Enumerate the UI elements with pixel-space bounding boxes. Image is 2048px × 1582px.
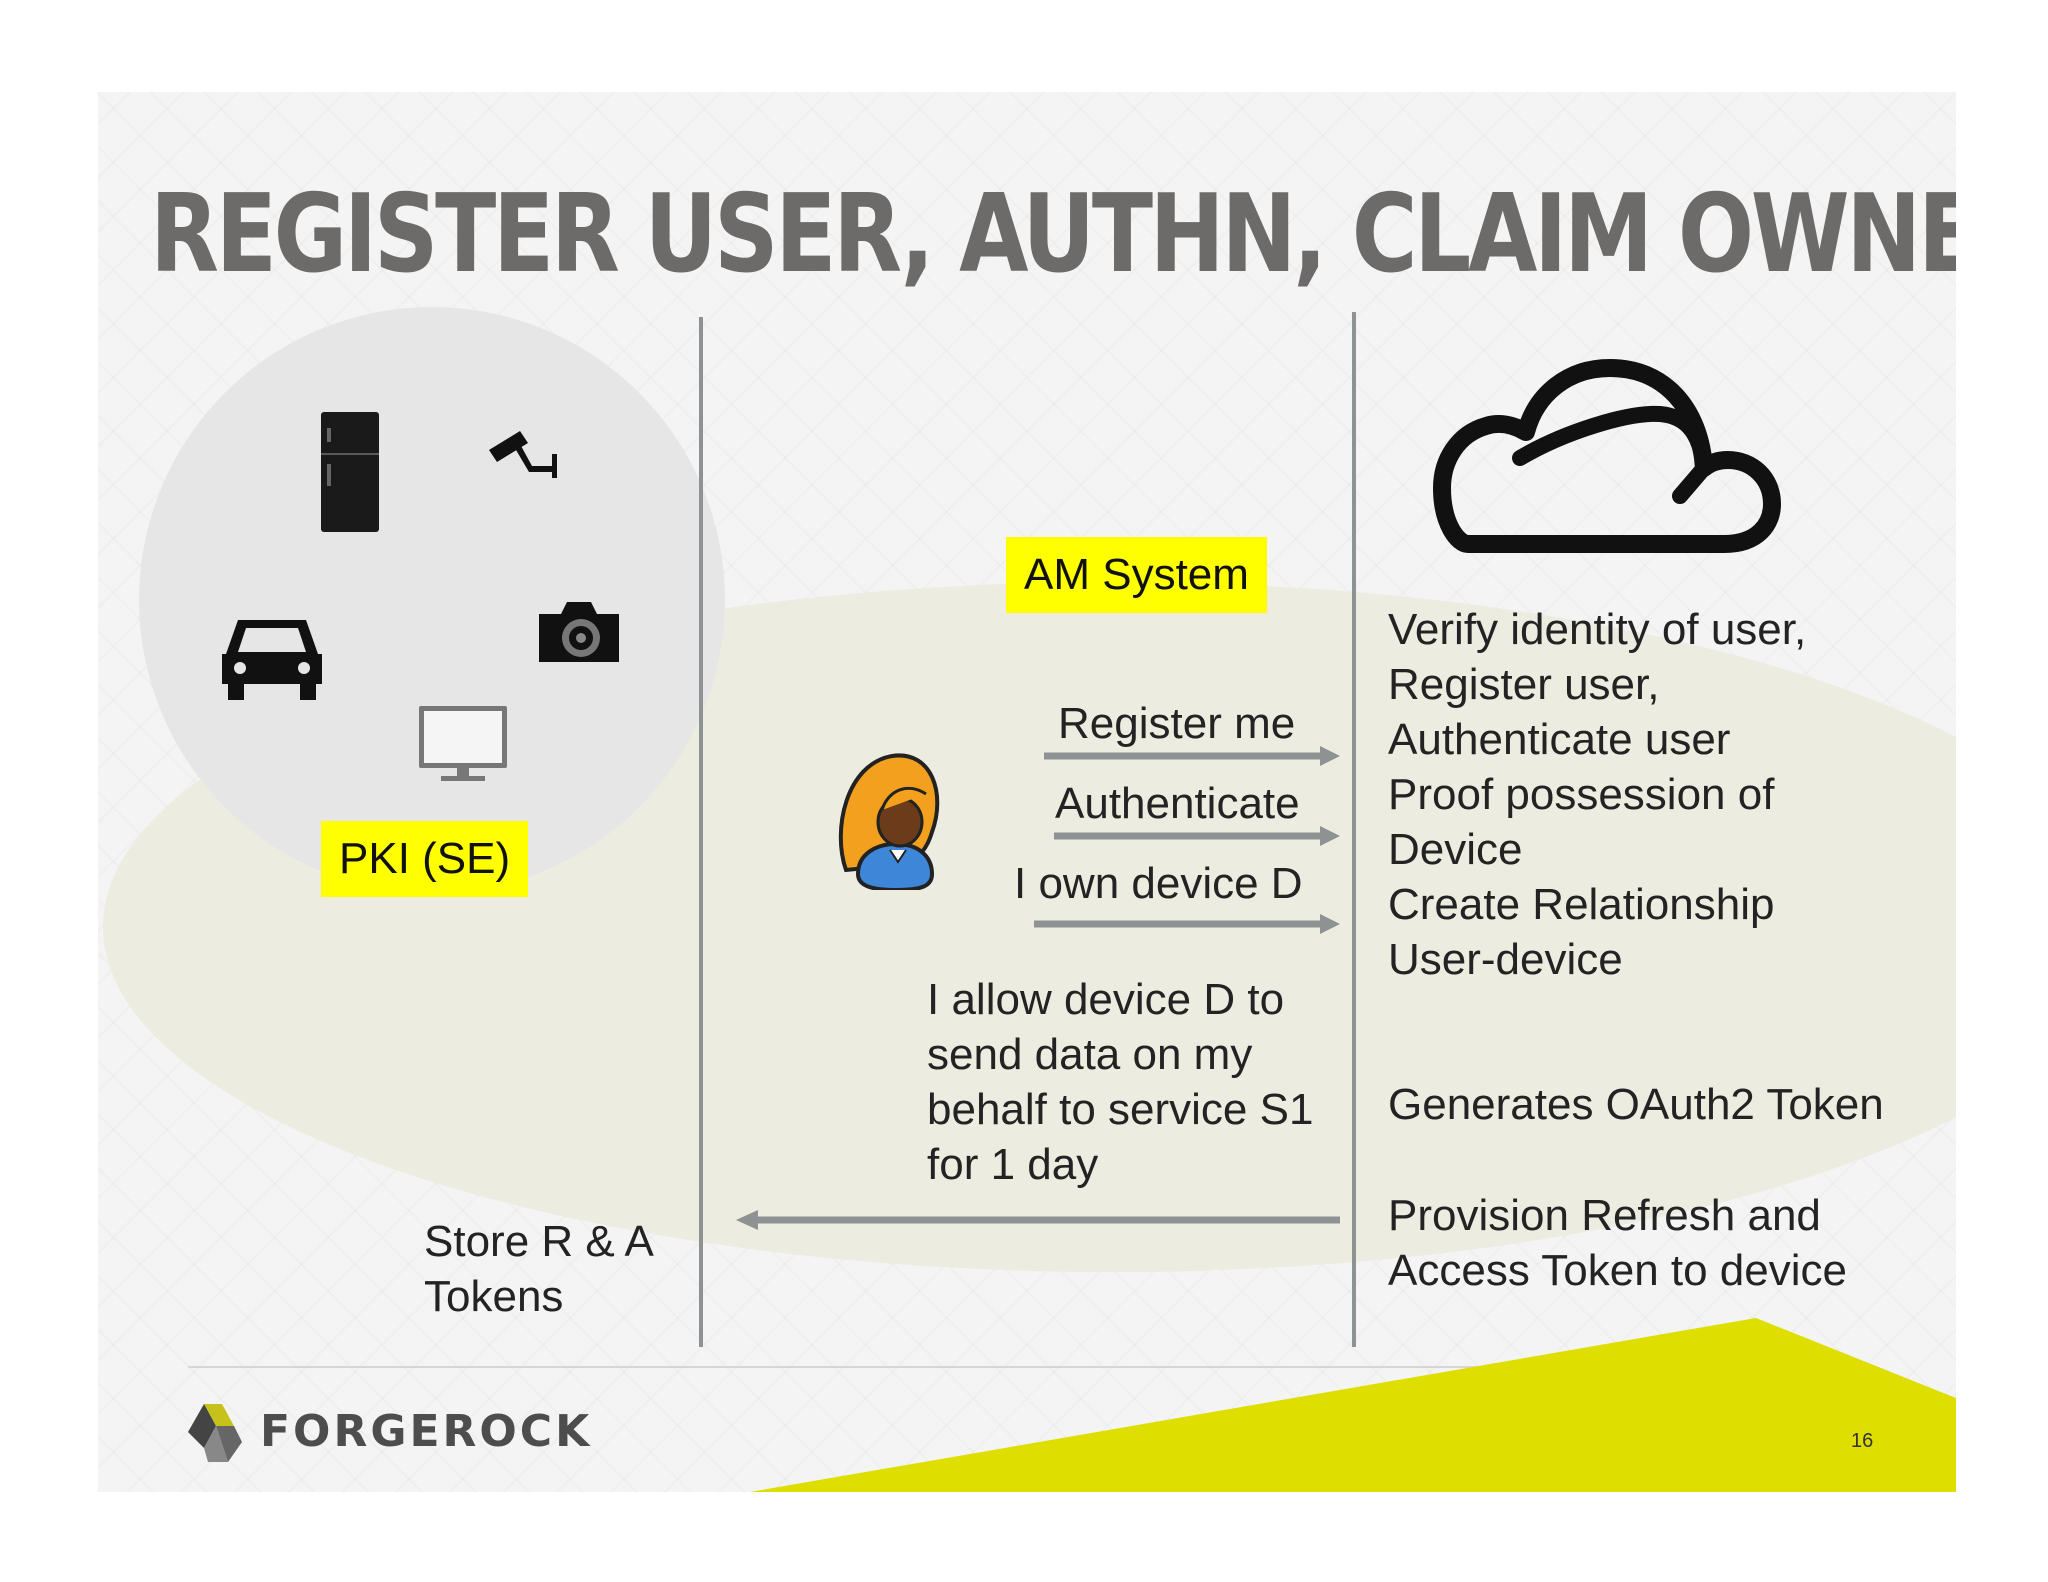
verify-line: Create Relationship bbox=[1388, 880, 1775, 929]
am-system-label: AM System bbox=[1006, 537, 1267, 613]
fridge-icon bbox=[321, 412, 379, 532]
device-circle bbox=[139, 307, 725, 893]
camera-icon bbox=[539, 602, 619, 662]
right-divider bbox=[1352, 312, 1356, 1347]
footer-rule bbox=[188, 1366, 1868, 1368]
provision-label: Provision Refresh and Access Token to de… bbox=[1388, 1188, 1847, 1298]
allow-line: behalf to service S1 bbox=[927, 1085, 1314, 1134]
accent-wedge bbox=[750, 1318, 1956, 1492]
provision-line: Provision Refresh and bbox=[1388, 1191, 1821, 1240]
message-arrows bbox=[736, 746, 1340, 1230]
authenticate-label: Authenticate bbox=[1055, 779, 1300, 828]
left-divider bbox=[699, 317, 703, 1347]
allow-line: for 1 day bbox=[927, 1140, 1099, 1189]
allow-line: send data on my bbox=[927, 1030, 1253, 1079]
monitor-icon bbox=[419, 706, 507, 781]
user-avatar-icon bbox=[838, 753, 940, 890]
generates-token-label: Generates OAuth2 Token bbox=[1388, 1080, 1884, 1129]
allow-line: I allow device D to bbox=[927, 975, 1285, 1024]
store-tokens-line: Store R & A bbox=[424, 1217, 654, 1266]
verify-line: Register user, bbox=[1388, 660, 1660, 709]
store-tokens-line: Tokens bbox=[424, 1272, 564, 1321]
verify-line: Proof possession of bbox=[1388, 770, 1775, 819]
forgerock-brand: FORGEROCK bbox=[260, 1406, 593, 1457]
provision-line: Access Token to device bbox=[1388, 1246, 1847, 1295]
forgerock-logo-icon bbox=[188, 1404, 242, 1462]
store-tokens-label: Store R & A Tokens bbox=[424, 1214, 654, 1324]
verify-line: Authenticate user bbox=[1388, 715, 1731, 764]
car-icon bbox=[222, 620, 322, 700]
page-number: 16 bbox=[1851, 1430, 1874, 1452]
slide: Register user, AuthN, Claim ownership bbox=[98, 92, 1956, 1492]
cloud-icon bbox=[1433, 359, 1781, 553]
pki-label: PKI (SE) bbox=[321, 821, 529, 897]
verify-actions: Verify identity of user, Register user, … bbox=[1388, 602, 1806, 987]
verify-line: User-device bbox=[1388, 935, 1623, 984]
security-camera-icon bbox=[489, 431, 557, 478]
verify-line: Verify identity of user, bbox=[1388, 605, 1807, 654]
allow-statement: I allow device D to send data on my beha… bbox=[927, 972, 1313, 1192]
own-device-label: I own device D bbox=[1014, 859, 1303, 908]
register-me-label: Register me bbox=[1058, 699, 1296, 748]
verify-line: Device bbox=[1388, 825, 1523, 874]
